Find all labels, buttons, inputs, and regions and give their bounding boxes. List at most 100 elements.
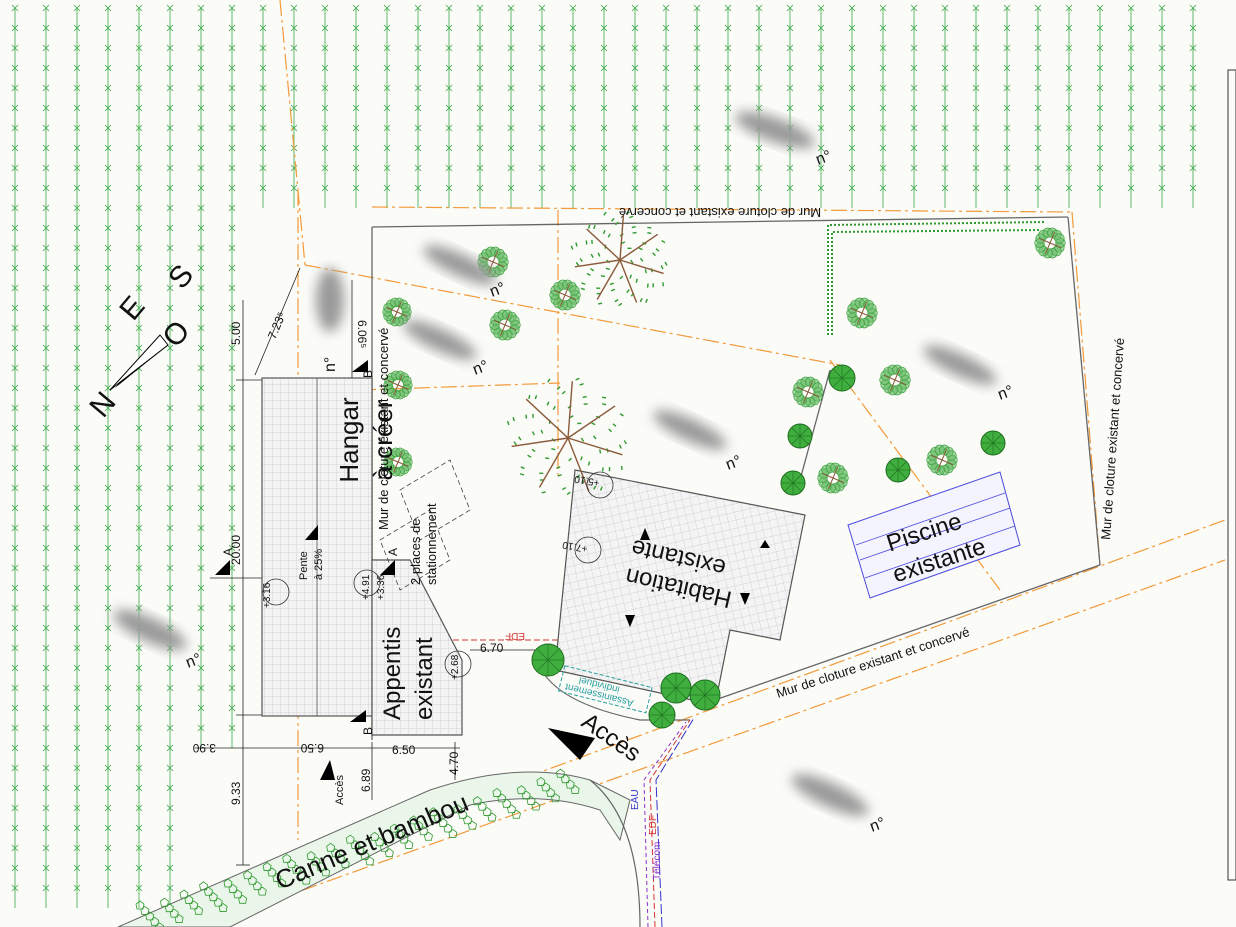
- bamboo-mark: [272, 872, 282, 882]
- crop-mark: [817, 164, 825, 188]
- crop-mark: [73, 664, 81, 688]
- crop-mark: [166, 484, 174, 508]
- crop-mark: [197, 384, 205, 408]
- crop-mark: [228, 204, 236, 228]
- crop-mark: [445, 124, 453, 148]
- crop-mark: [166, 384, 174, 408]
- crop-mark: [972, 44, 980, 68]
- crop-mark: [1065, 124, 1073, 148]
- crop-mark: [166, 724, 174, 748]
- crop-mark: [73, 484, 81, 508]
- crop-mark: [879, 84, 887, 108]
- crop-mark: [42, 684, 50, 708]
- dim-650b: 6.50: [392, 743, 416, 757]
- crop-mark: [1127, 104, 1135, 128]
- bamboo-mark: [370, 831, 380, 841]
- dim-689: 6.89: [359, 768, 373, 792]
- bamboo-mark: [189, 900, 199, 910]
- crop-mark: [11, 424, 19, 448]
- crop-mark: [476, 84, 484, 108]
- bamboo-band: [117, 771, 631, 927]
- crop-mark: [1096, 184, 1104, 208]
- crop-mark: [42, 4, 50, 28]
- crop-mark: [414, 84, 422, 108]
- crop-mark: [104, 324, 112, 348]
- crop-mark: [11, 324, 19, 348]
- crop-mark: [755, 164, 763, 188]
- crop-mark: [1096, 4, 1104, 28]
- crop-mark: [538, 44, 546, 68]
- crop-mark: [228, 584, 236, 608]
- crop-mark: [73, 264, 81, 288]
- crop-mark: [73, 764, 81, 788]
- crop-mark: [73, 804, 81, 828]
- crop-mark: [724, 4, 732, 28]
- bamboo-mark: [424, 831, 433, 841]
- bamboo-mark: [380, 842, 389, 852]
- crop-mark: [1003, 4, 1011, 28]
- level-710: +7.10: [561, 539, 588, 554]
- crop-mark: [11, 524, 19, 548]
- crop-mark: [414, 24, 422, 48]
- crop-mark: [166, 264, 174, 288]
- appentis-building: [371, 559, 463, 736]
- crop-mark: [197, 164, 205, 188]
- bamboo-mark: [252, 881, 262, 891]
- crop-mark: [1158, 84, 1166, 108]
- crop-mark: [42, 424, 50, 448]
- crop-mark: [972, 164, 980, 188]
- crop-mark: [321, 164, 329, 188]
- crop-mark: [166, 304, 174, 328]
- hedge: [827, 221, 1046, 335]
- bamboo-mark: [316, 861, 326, 871]
- dim-390: 3.90: [192, 741, 216, 755]
- crop-mark: [600, 4, 608, 28]
- crop-mark: [11, 664, 19, 688]
- bamboo-mark: [218, 903, 228, 912]
- crop-mark: [104, 4, 112, 28]
- crop-mark: [1096, 24, 1104, 48]
- crop-mark: [104, 804, 112, 828]
- crop-mark: [259, 184, 267, 208]
- crop-mark: [166, 64, 174, 88]
- crop-mark: [1158, 24, 1166, 48]
- crop-mark: [104, 864, 112, 888]
- crop-mark: [941, 84, 949, 108]
- pool: [847, 471, 1021, 599]
- crop-mark: [11, 484, 19, 508]
- crop-mark: [414, 144, 422, 168]
- bamboo-mark: [199, 881, 208, 891]
- crop-mark: [786, 84, 794, 108]
- crop-mark: [135, 824, 143, 848]
- crop-mark: [42, 164, 50, 188]
- crop-mark: [166, 804, 174, 828]
- crop-mark: [104, 824, 112, 848]
- bamboo-mark: [389, 823, 399, 833]
- crop-mark: [166, 224, 174, 248]
- crop-mark: [445, 44, 453, 68]
- crop-mark: [228, 44, 236, 68]
- crop-mark: [228, 284, 236, 308]
- crop-mark: [445, 164, 453, 188]
- crop-mark: [786, 184, 794, 208]
- crop-mark: [73, 144, 81, 168]
- tree: [787, 423, 813, 449]
- bamboo-mark: [208, 892, 218, 902]
- crop-mark: [693, 84, 701, 108]
- crop-mark: [135, 644, 143, 668]
- section-markers: A A B B: [215, 360, 400, 735]
- crop-mark: [290, 24, 298, 48]
- crop-mark: [321, 24, 329, 48]
- crop-mark: [693, 4, 701, 28]
- section-a-left: A: [221, 548, 235, 556]
- crop-mark: [104, 444, 112, 468]
- crop-mark: [352, 184, 360, 208]
- crop-mark: [755, 144, 763, 168]
- crop-mark: [910, 104, 918, 128]
- crop-mark: [166, 164, 174, 188]
- lot-marker: n°: [814, 148, 834, 169]
- crop-mark: [166, 144, 174, 168]
- crop-mark: [197, 524, 205, 548]
- crop-mark: [1065, 164, 1073, 188]
- crop-mark: [1034, 144, 1042, 168]
